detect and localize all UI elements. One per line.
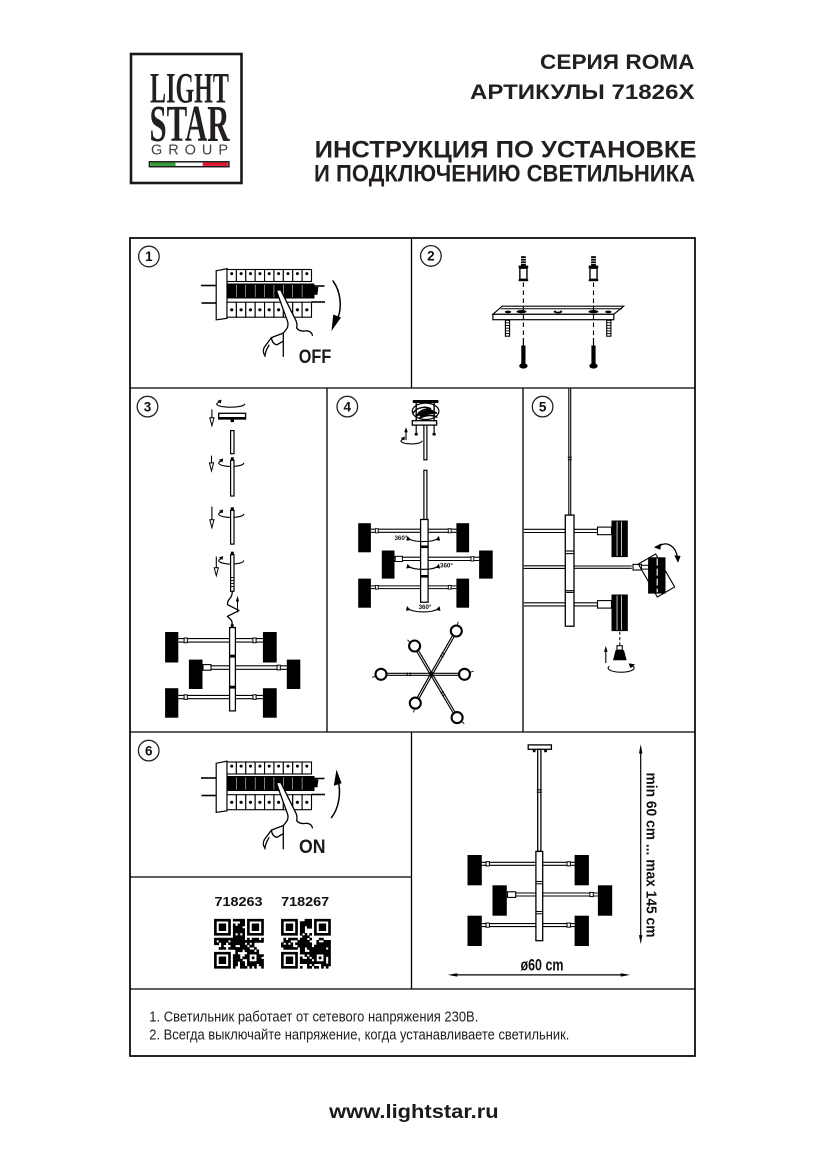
svg-text:СЕРИЯ ROMA: СЕРИЯ ROMA xyxy=(540,50,695,74)
svg-text:4: 4 xyxy=(344,399,352,414)
svg-text:5: 5 xyxy=(539,399,547,414)
svg-text:718263: 718263 xyxy=(215,895,263,909)
svg-text:min 60 cm ... max 145 cm: min 60 cm ... max 145 cm xyxy=(643,773,659,938)
svg-text:2. Всегда выключайте напряжени: 2. Всегда выключайте напряжение, когда у… xyxy=(149,1028,569,1044)
svg-text:OFF: OFF xyxy=(299,347,332,368)
svg-text:GROUP: GROUP xyxy=(151,142,228,158)
svg-text:2: 2 xyxy=(427,249,435,264)
svg-text:www.lightstar.ru: www.lightstar.ru xyxy=(328,1101,499,1123)
svg-text:6: 6 xyxy=(145,743,153,758)
svg-text:И ПОДКЛЮЧЕНИЮ СВЕТИЛЬНИКА: И ПОДКЛЮЧЕНИЮ СВЕТИЛЬНИКА xyxy=(314,161,695,188)
svg-text:1: 1 xyxy=(145,249,153,264)
svg-text:LIGHT: LIGHT xyxy=(150,66,229,113)
svg-text:718267: 718267 xyxy=(281,895,329,909)
svg-text:3: 3 xyxy=(144,399,152,414)
svg-text:360°: 360° xyxy=(394,535,407,542)
svg-text:ИНСТРУКЦИЯ ПО УСТАНОВКЕ: ИНСТРУКЦИЯ ПО УСТАНОВКЕ xyxy=(315,137,697,164)
svg-text:360°: 360° xyxy=(440,563,453,570)
svg-text:360°: 360° xyxy=(419,604,432,611)
svg-text:STAR: STAR xyxy=(150,96,231,153)
svg-text:ø60 cm: ø60 cm xyxy=(521,956,564,975)
svg-text:1. Светильник работает от сете: 1. Светильник работает от сетевого напря… xyxy=(149,1010,478,1026)
svg-text:ON: ON xyxy=(299,837,326,858)
svg-text:АРТИКУЛЫ 71826X: АРТИКУЛЫ 71826X xyxy=(470,80,695,104)
